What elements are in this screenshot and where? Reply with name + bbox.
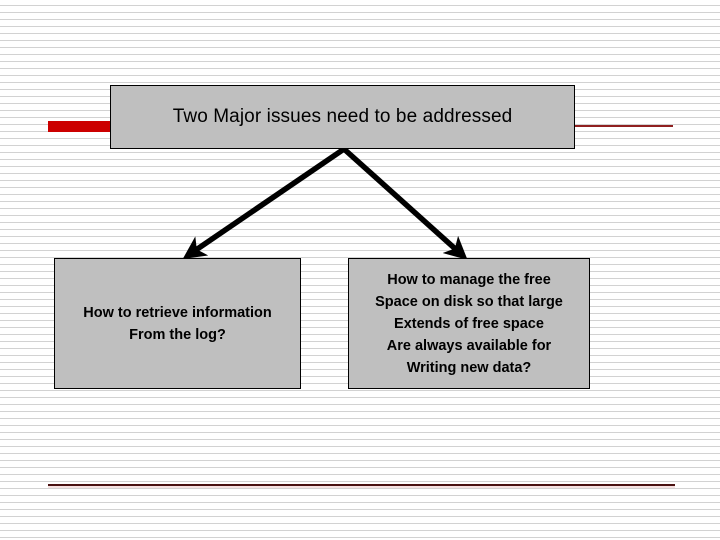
red-accent-bar [48,121,111,132]
arrow-to-left-box [182,146,346,259]
left-question-box: How to retrieve information From the log… [54,258,301,389]
title-rule-right [575,125,673,127]
title-box-text: Two Major issues need to be addressed [172,106,513,127]
footer-rule [48,484,675,488]
left-question-text: How to retrieve information From the log… [83,304,272,343]
title-box: Two Major issues need to be addressed [110,85,575,149]
arrow-to-right-box [342,146,468,260]
right-question-text: How to manage the free Space on disk so … [375,271,563,376]
right-question-box: How to manage the free Space on disk so … [348,258,590,389]
